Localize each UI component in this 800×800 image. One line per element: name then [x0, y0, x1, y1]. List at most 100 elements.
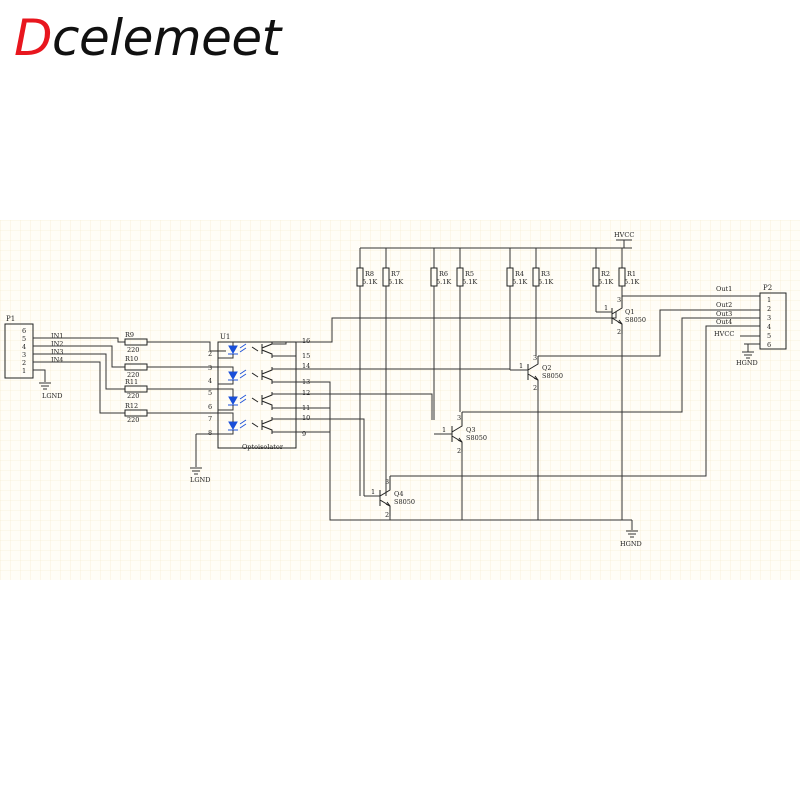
resistor-value: 220 [127, 371, 139, 379]
resistor-value: 220 [127, 416, 139, 424]
connector-p1: P1 6 5 4 3 2 1 IN1 IN2 IN3 IN4 LGND [4, 315, 125, 414]
p2-net-label: HVCC [714, 330, 734, 338]
p2-net-label: Out3 [716, 310, 732, 318]
u1-pin-label: 5 [208, 389, 212, 397]
pin-emitter-label: 2 [385, 511, 389, 519]
u1-pin-label: 14 [302, 362, 310, 370]
hgnd-label: HGND [620, 540, 642, 548]
p2-pin-label: 2 [767, 305, 771, 313]
p1-body [4, 323, 34, 379]
resistor-value: 220 [127, 392, 139, 400]
p1-pin-label: 3 [22, 351, 26, 359]
resistor-ref: R2 [601, 270, 610, 278]
resistor-ref: R11 [125, 378, 138, 386]
p1-pin-label: 5 [22, 335, 26, 343]
resistor-ref: R1 [627, 270, 636, 278]
brand-rest: celemeet [52, 9, 281, 67]
u1-pin-label: 9 [302, 430, 306, 438]
optoisolator-u1: U1 2 3 4 5 6 7 8 Optoisolator 16 15 14 1… [190, 333, 310, 484]
resistor-ref: R9 [125, 331, 134, 339]
brand-first-letter: D [14, 9, 53, 67]
transistor-part: S8050 [394, 498, 415, 506]
p2-net-label: Out4 [716, 318, 732, 326]
resistor-value: 5.1K [512, 278, 527, 286]
p1-net-label: IN3 [51, 348, 63, 356]
ground-icon [39, 382, 51, 390]
resistor-value: 5.1K [624, 278, 639, 286]
u1-body [217, 341, 297, 449]
resistor-ref: R8 [365, 270, 374, 278]
resistor-value: 5.1K [436, 278, 451, 286]
transistor-part: S8050 [466, 434, 487, 442]
u1-name: Optoisolator [242, 443, 284, 451]
p1-pin-label: 1 [22, 367, 26, 375]
pin-emitter-label: 2 [457, 447, 461, 455]
transistor-q4: 1 3 2 Q4 S8050 [364, 476, 415, 519]
transistor-ref: Q3 [466, 426, 475, 434]
p1-net-label: IN2 [51, 340, 63, 348]
p2-pin-label: 4 [767, 323, 771, 331]
transistor-ref: Q2 [542, 364, 551, 372]
pin-collector-label: 3 [385, 478, 389, 486]
resistor-ref: R4 [515, 270, 524, 278]
resistor-ref: R6 [439, 270, 448, 278]
pullup-resistors: HVCC R8 5.1K R7 5.1K R6 5.1K R5 5.1K R4 … [356, 231, 639, 496]
u1-ref: U1 [220, 333, 230, 341]
p1-pin-label: 2 [22, 359, 26, 367]
ground-icon [190, 467, 202, 475]
transistor-part: S8050 [542, 372, 563, 380]
resistor-value: 5.1K [462, 278, 477, 286]
resistor-ref: R3 [541, 270, 550, 278]
p2-pin-label: 5 [767, 332, 771, 340]
pin-base-label: 1 [604, 304, 608, 312]
resistor-value: 5.1K [598, 278, 613, 286]
pin-base-label: 1 [519, 362, 523, 370]
resistor-value: 220 [127, 346, 139, 354]
u1-pin-label: 16 [302, 337, 310, 345]
transistor-q1: 1 3 2 Q1 S8050 [596, 296, 646, 336]
transistor-ref: Q4 [394, 490, 403, 498]
transistor-q2: 1 3 2 Q2 S8050 [510, 354, 563, 392]
u1-pin-label: 10 [302, 414, 310, 422]
transistor-ref: Q1 [625, 308, 634, 316]
u1-pin-label: 4 [208, 377, 212, 385]
u1-pin-label: 6 [208, 403, 212, 411]
p1-net-label: IN4 [51, 356, 63, 364]
pin-collector-label: 3 [533, 354, 537, 362]
u1-pin-label: 7 [208, 415, 212, 423]
pin-base-label: 1 [371, 488, 375, 496]
pin-collector-label: 3 [617, 296, 621, 304]
output-wires: Out1 Out2 Out3 Out4 HVCC HGND [390, 285, 760, 477]
transistor-part: S8050 [625, 316, 646, 324]
u1-gnd-label: LGND [190, 476, 210, 484]
resistor-ref: R5 [465, 270, 474, 278]
pin-base-label: 1 [442, 426, 446, 434]
schematic-diagram: P1 6 5 4 3 2 1 IN1 IN2 IN3 IN4 LGND R9 2… [0, 220, 800, 580]
pin-emitter-label: 2 [617, 328, 621, 336]
p2-pin-label: 3 [767, 314, 771, 322]
ground-icon [626, 530, 638, 538]
u1-pin-label: 3 [208, 364, 212, 372]
p2-net-label: Out1 [716, 285, 732, 293]
u1-pin-label: 12 [302, 389, 310, 397]
hvcc-label: HVCC [614, 231, 634, 239]
resistor-value: 5.1K [362, 278, 377, 286]
resistor-value: 5.1K [388, 278, 403, 286]
u1-pin-label: 15 [302, 352, 310, 360]
hgnd-symbol: HGND [620, 520, 642, 548]
transistors: 1 3 2 Q1 S8050 1 3 2 Q2 S8050 1 3 2 Q3 S… [364, 296, 646, 520]
resistor-ref: R12 [125, 402, 138, 410]
p1-ref: P1 [6, 315, 15, 323]
resistor-value: 5.1K [538, 278, 553, 286]
p1-net-label: IN1 [51, 332, 63, 340]
pin-emitter-label: 2 [533, 384, 537, 392]
u1-pin-label: 2 [208, 350, 212, 358]
p2-body [759, 292, 787, 350]
p1-pin-label: 4 [22, 343, 26, 351]
u1-pin-label: 8 [208, 429, 212, 437]
p2-ref: P2 [763, 284, 772, 292]
connector-p2: P2 1 2 3 4 5 6 [759, 284, 787, 350]
p1-pin-label: 6 [22, 327, 26, 335]
ground-icon [742, 351, 754, 359]
p2-pin-label: 6 [767, 341, 771, 349]
